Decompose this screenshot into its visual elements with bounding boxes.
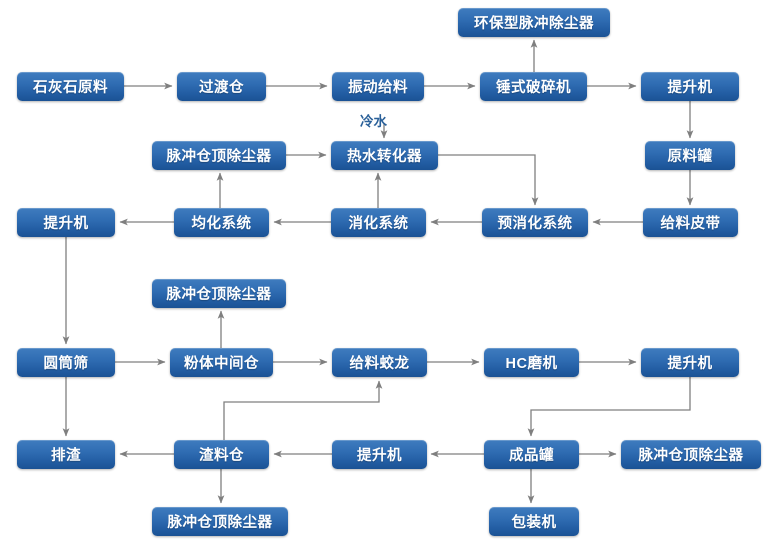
process-node-label: 均化系统 (191, 216, 252, 232)
flow-arrow-n8-to-n13 (438, 154, 539, 206)
process-node-n14[interactable]: 给料皮带 (643, 208, 738, 237)
process-node-label: 成品罐 (509, 448, 554, 464)
process-node-label: 热水转化器 (347, 149, 422, 165)
process-node-n22[interactable]: 渣料仓 (174, 440, 269, 469)
process-node-label: 脉冲仓顶除尘器 (638, 448, 744, 464)
process-node-n16[interactable]: 圆筒筛 (17, 348, 115, 377)
process-node-label: 包装机 (511, 515, 557, 531)
process-node-n5[interactable]: 提升机 (641, 72, 739, 101)
process-node-label: HC磨机 (505, 356, 558, 372)
annotation-label-l1: 冷水 (360, 114, 387, 129)
process-node-label: 排渣 (51, 448, 81, 464)
process-node-n1[interactable]: 石灰石原料 (17, 72, 124, 101)
process-node-label: 脉冲仓顶除尘器 (166, 149, 272, 165)
process-node-label: 粉体中间仓 (184, 356, 259, 372)
process-node-n3[interactable]: 振动给料 (332, 72, 424, 101)
process-node-n6[interactable]: 环保型脉冲除尘器 (458, 8, 610, 37)
process-node-n20[interactable]: 提升机 (641, 348, 739, 377)
process-node-label: 提升机 (43, 216, 89, 232)
process-node-label: 提升机 (357, 448, 402, 464)
process-node-n8[interactable]: 热水转化器 (331, 141, 438, 170)
process-node-n18[interactable]: 给料蛟龙 (332, 348, 427, 377)
process-node-label: 石灰石原料 (33, 80, 108, 96)
process-node-n23[interactable]: 提升机 (332, 440, 427, 469)
process-node-n9[interactable]: 原料罐 (645, 141, 735, 170)
process-node-label: 锤式破碎机 (496, 80, 571, 96)
process-node-label: 预消化系统 (497, 216, 573, 232)
process-node-n24[interactable]: 成品罐 (484, 440, 579, 469)
process-node-label: 消化系统 (348, 216, 409, 232)
process-node-label: 脉冲仓顶除尘器 (167, 515, 273, 531)
process-node-label: 过渡仓 (199, 80, 244, 96)
process-node-n4[interactable]: 锤式破碎机 (480, 72, 587, 101)
process-node-n21[interactable]: 排渣 (17, 440, 115, 469)
process-node-label: 脉冲仓顶除尘器 (166, 287, 272, 303)
process-node-n13[interactable]: 预消化系统 (482, 208, 588, 237)
process-node-label: 提升机 (667, 80, 713, 96)
process-node-n19[interactable]: HC磨机 (484, 348, 579, 377)
process-node-label: 原料罐 (667, 149, 713, 165)
flow-arrow-n20-to-n24 (527, 377, 691, 437)
process-node-n26[interactable]: 脉冲仓顶除尘器 (152, 507, 288, 536)
process-node-label: 圆筒筛 (43, 356, 89, 372)
process-node-label: 提升机 (667, 356, 713, 372)
process-node-label: 给料皮带 (660, 216, 721, 232)
process-node-label: 给料蛟龙 (349, 356, 410, 372)
flow-arrow-n22-to-n18 (223, 380, 383, 440)
process-node-n17[interactable]: 粉体中间仓 (170, 348, 273, 377)
process-node-n10[interactable]: 提升机 (17, 208, 115, 237)
process-node-n7[interactable]: 脉冲仓顶除尘器 (152, 141, 286, 170)
process-node-label: 振动给料 (348, 80, 408, 96)
process-node-n27[interactable]: 包装机 (489, 507, 579, 536)
process-node-n15[interactable]: 脉冲仓顶除尘器 (152, 279, 286, 308)
process-node-label: 渣料仓 (199, 448, 244, 464)
process-node-n2[interactable]: 过渡仓 (177, 72, 266, 101)
process-node-label: 环保型脉冲除尘器 (474, 16, 594, 32)
process-node-n25[interactable]: 脉冲仓顶除尘器 (621, 440, 761, 469)
process-node-n12[interactable]: 消化系统 (331, 208, 426, 237)
process-node-n11[interactable]: 均化系统 (174, 208, 269, 237)
